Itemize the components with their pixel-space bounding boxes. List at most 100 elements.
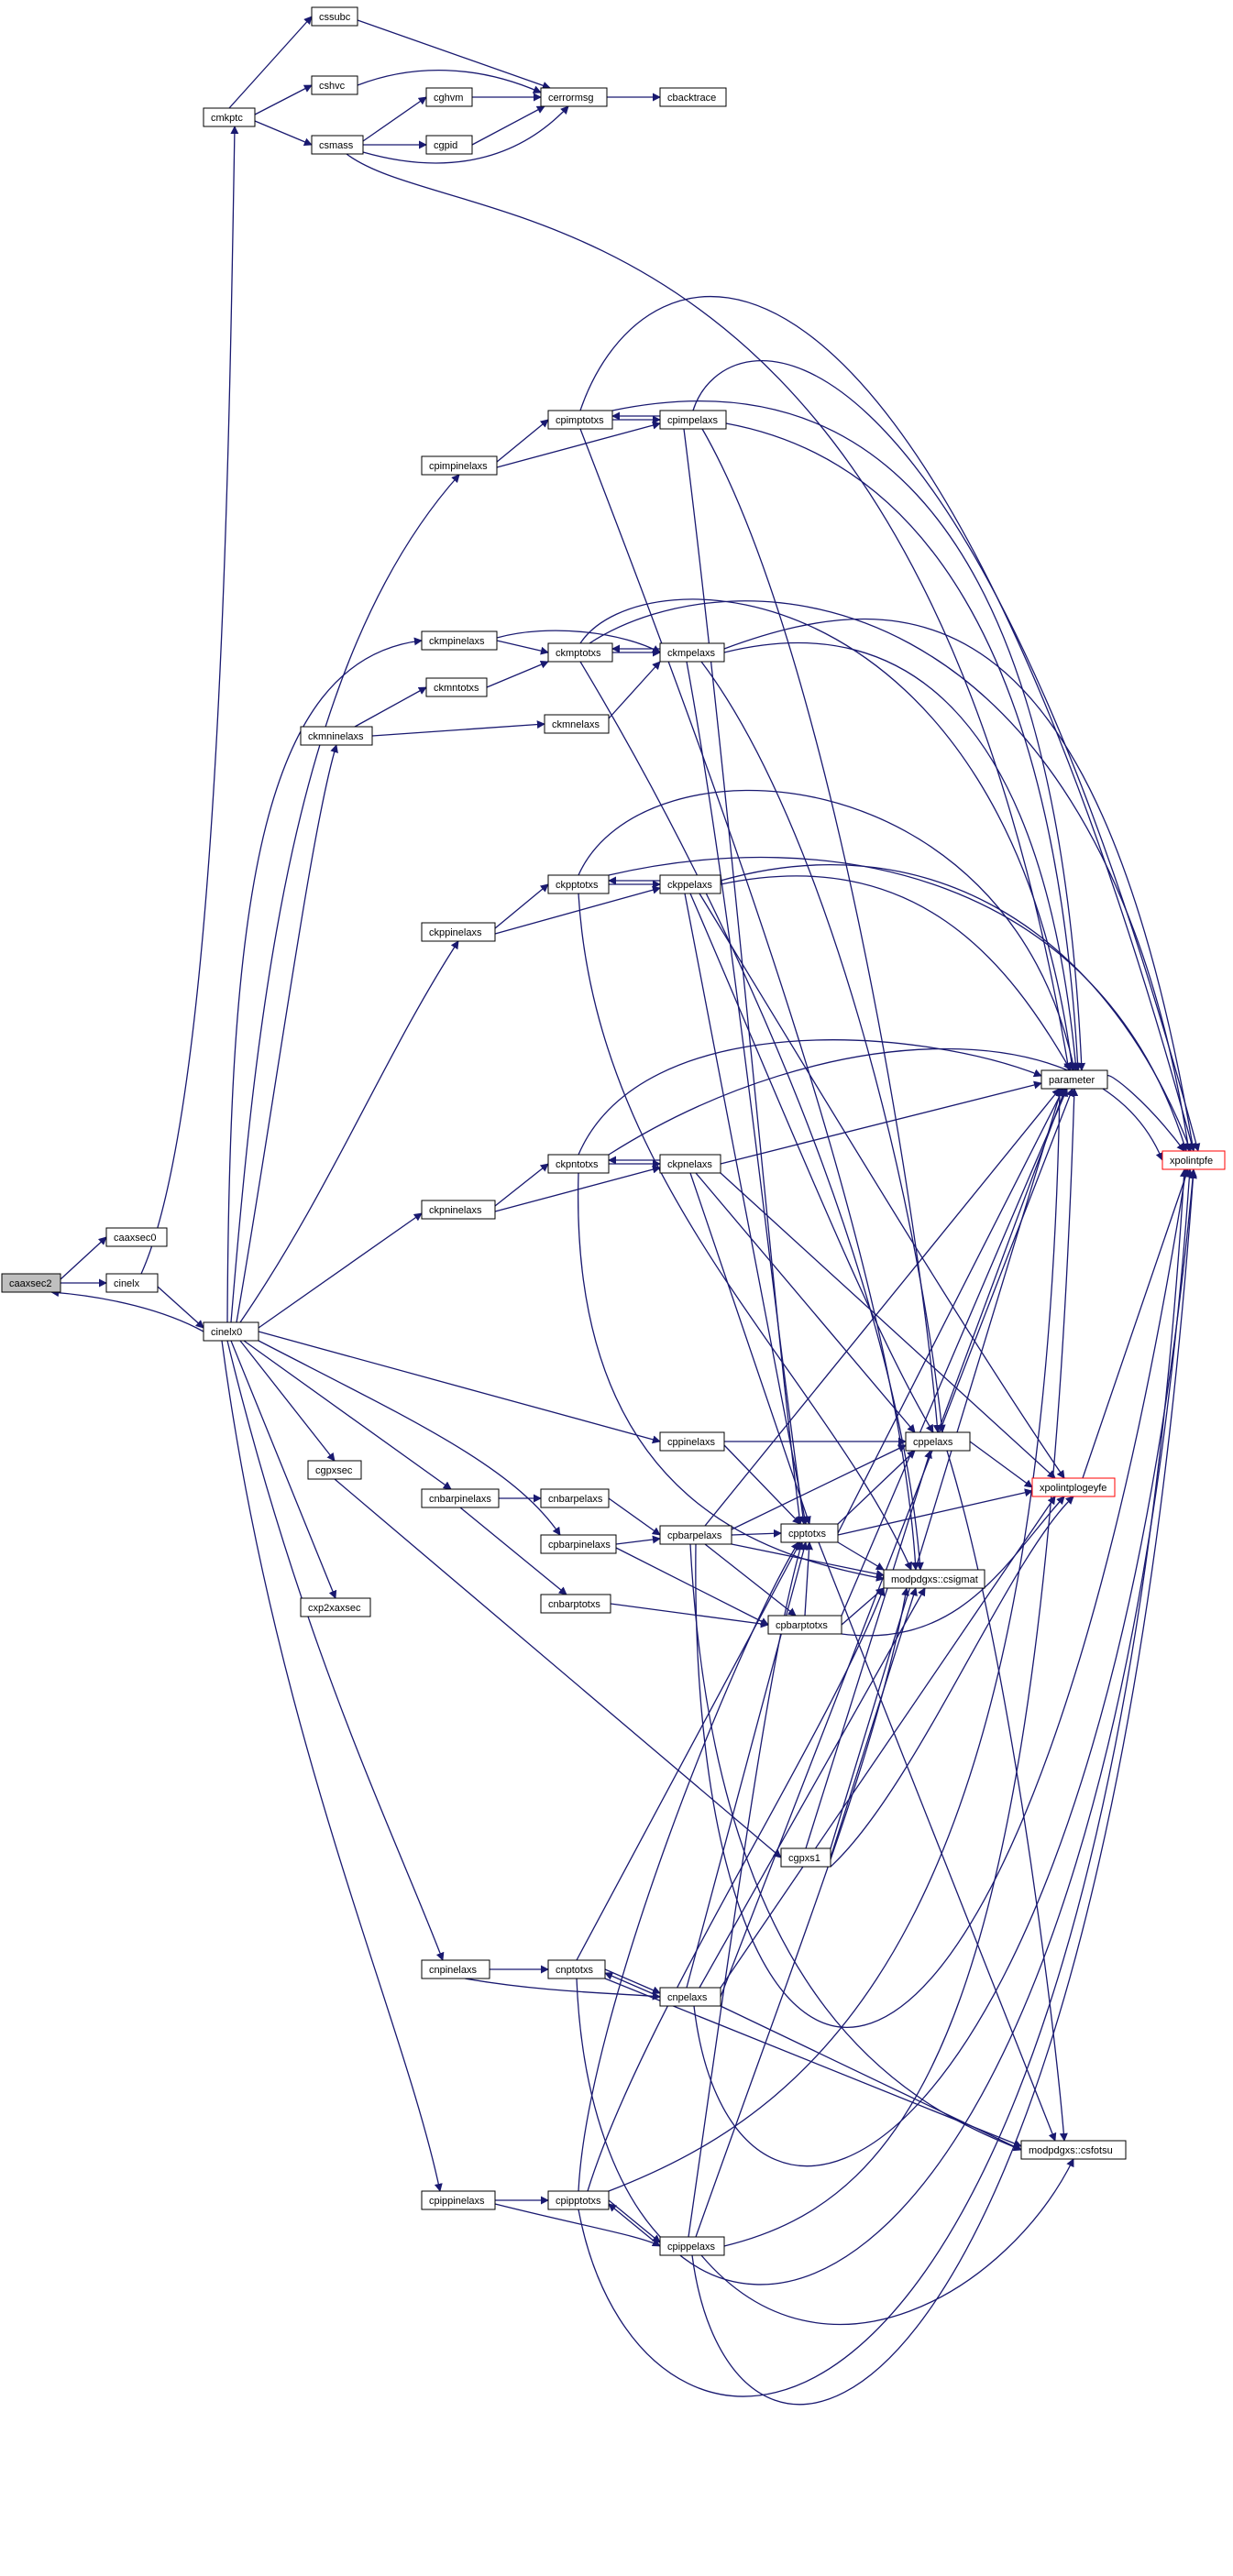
node-cppinelaxs[interactable]: cppinelaxs [659,1431,725,1452]
node-ckpninelaxs[interactable]: ckpninelaxs [421,1200,496,1220]
node-cgpxs1[interactable]: cgpxs1 [780,1847,831,1868]
node-xpolintplogeyfe[interactable]: xpolintplogeyfe [1031,1477,1116,1497]
node-cbacktrace[interactable]: cbacktrace [659,87,727,107]
node-box-ckppelaxs[interactable] [659,874,721,894]
node-box-cmkptc[interactable] [203,107,256,127]
node-box-cgpxsec[interactable] [307,1460,362,1480]
node-ckpnelaxs[interactable]: ckpnelaxs [659,1154,721,1174]
node-cinelx0[interactable]: cinelx0 [203,1321,259,1342]
node-box-cpptotxs[interactable] [780,1523,839,1543]
node-cssubc[interactable]: cssubc [311,6,358,27]
node-box-cxp2xaxsec[interactable] [300,1597,371,1617]
node-cpippelaxs[interactable]: cpippelaxs [659,2236,725,2256]
node-box-cnpelaxs[interactable] [659,1987,721,2007]
node-ckpntotxs[interactable]: ckpntotxs [547,1154,610,1174]
node-box-xpolintplogeyfe[interactable] [1031,1477,1116,1497]
node-modpdgxs_csfotsu[interactable]: modpdgxs::csfotsu [1020,2140,1127,2160]
node-cpimptotxs[interactable]: cpimptotxs [547,410,613,430]
node-box-cbacktrace[interactable] [659,87,727,107]
node-box-cpbarpinelaxs[interactable] [540,1534,617,1554]
node-box-ckpninelaxs[interactable] [421,1200,496,1220]
node-cnbarptotxs[interactable]: cnbarptotxs [540,1594,611,1614]
node-box-cpimpelaxs[interactable] [659,410,727,430]
node-box-ckmpelaxs[interactable] [659,642,725,663]
node-cpbarpelaxs[interactable]: cpbarpelaxs [659,1525,732,1545]
node-cpptotxs[interactable]: cpptotxs [780,1523,839,1543]
node-box-ckmptotxs[interactable] [547,642,613,663]
node-cpimpelaxs[interactable]: cpimpelaxs [659,410,727,430]
node-cshvc[interactable]: cshvc [311,75,358,95]
node-cmkptc[interactable]: cmkptc [203,107,256,127]
node-cgpid[interactable]: cgpid [425,135,473,155]
node-box-csmass[interactable] [311,135,364,155]
node-box-cshvc[interactable] [311,75,358,95]
node-box-cnpinelaxs[interactable] [421,1959,490,1979]
node-box-cnbarptotxs[interactable] [540,1594,611,1614]
node-box-ckmnelaxs[interactable] [544,714,610,734]
node-ckmpinelaxs[interactable]: ckmpinelaxs [421,630,498,651]
node-caaxsec0[interactable]: caaxsec0 [105,1227,168,1247]
node-box-ckpnelaxs[interactable] [659,1154,721,1174]
node-box-cgpid[interactable] [425,135,473,155]
node-ckmntotxs[interactable]: ckmntotxs [425,677,488,697]
node-box-ckmninelaxs[interactable] [300,726,373,746]
node-cnpinelaxs[interactable]: cnpinelaxs [421,1959,490,1979]
node-ckmpelaxs[interactable]: ckmpelaxs [659,642,725,663]
node-box-cppinelaxs[interactable] [659,1431,725,1452]
node-box-cnptotxs[interactable] [547,1959,606,1979]
node-cppelaxs[interactable]: cppelaxs [905,1431,971,1452]
node-box-ckppinelaxs[interactable] [421,922,496,942]
node-box-cnbarpinelaxs[interactable] [421,1488,500,1508]
node-box-cghvm[interactable] [425,87,473,107]
node-box-cpbarptotxs[interactable] [767,1615,842,1635]
node-cerrormsg[interactable]: cerrormsg [540,87,608,107]
node-cnbarpinelaxs[interactable]: cnbarpinelaxs [421,1488,500,1508]
node-box-cnbarpelaxs[interactable] [540,1488,610,1508]
node-cpbarpinelaxs[interactable]: cpbarpinelaxs [540,1534,617,1554]
node-box-parameter[interactable] [1040,1069,1108,1090]
node-cgpxsec[interactable]: cgpxsec [307,1460,362,1480]
node-parameter[interactable]: parameter [1040,1069,1108,1090]
node-box-ckmpinelaxs[interactable] [421,630,498,651]
node-ckppelaxs[interactable]: ckppelaxs [659,874,721,894]
node-modpdgxs_csigmat[interactable]: modpdgxs::csigmat [883,1569,985,1589]
node-cghvm[interactable]: cghvm [425,87,473,107]
node-cpimpinelaxs[interactable]: cpimpinelaxs [421,455,498,476]
node-box-cpimptotxs[interactable] [547,410,613,430]
node-box-cpippinelaxs[interactable] [421,2190,496,2210]
node-caaxsec2[interactable]: caaxsec2 [1,1273,61,1293]
node-box-caaxsec0[interactable] [105,1227,168,1247]
node-cpippinelaxs[interactable]: cpippinelaxs [421,2190,496,2210]
node-cxp2xaxsec[interactable]: cxp2xaxsec [300,1597,371,1617]
node-csmass[interactable]: csmass [311,135,364,155]
node-box-cinelx0[interactable] [203,1321,259,1342]
node-box-cgpxs1[interactable] [780,1847,831,1868]
node-ckmninelaxs[interactable]: ckmninelaxs [300,726,373,746]
node-box-modpdgxs_csigmat[interactable] [883,1569,985,1589]
node-ckppinelaxs[interactable]: ckppinelaxs [421,922,496,942]
node-box-xpolintpfe[interactable] [1161,1150,1226,1170]
node-box-ckpntotxs[interactable] [547,1154,610,1174]
node-cnptotxs[interactable]: cnptotxs [547,1959,606,1979]
node-box-cpbarpelaxs[interactable] [659,1525,732,1545]
node-box-cinelx[interactable] [105,1273,159,1293]
node-cnpelaxs[interactable]: cnpelaxs [659,1987,721,2007]
node-box-ckmntotxs[interactable] [425,677,488,697]
node-box-cerrormsg[interactable] [540,87,608,107]
node-xpolintpfe[interactable]: xpolintpfe [1161,1150,1226,1170]
node-box-cssubc[interactable] [311,6,358,27]
node-ckmptotxs[interactable]: ckmptotxs [547,642,613,663]
node-cinelx[interactable]: cinelx [105,1273,159,1293]
node-box-modpdgxs_csfotsu[interactable] [1020,2140,1127,2160]
node-box-cppelaxs[interactable] [905,1431,971,1452]
node-box-caaxsec2[interactable] [1,1273,61,1293]
node-box-cpimpinelaxs[interactable] [421,455,498,476]
node-box-cpippelaxs[interactable] [659,2236,725,2256]
node-cpipptotxs[interactable]: cpipptotxs [547,2190,610,2210]
node-cnbarpelaxs[interactable]: cnbarpelaxs [540,1488,610,1508]
node-cpbarptotxs[interactable]: cpbarptotxs [767,1615,842,1635]
node-ckmnelaxs[interactable]: ckmnelaxs [544,714,610,734]
node-ckpptotxs[interactable]: ckpptotxs [547,874,610,894]
node-box-cpipptotxs[interactable] [547,2190,610,2210]
node-box-ckpptotxs[interactable] [547,874,610,894]
